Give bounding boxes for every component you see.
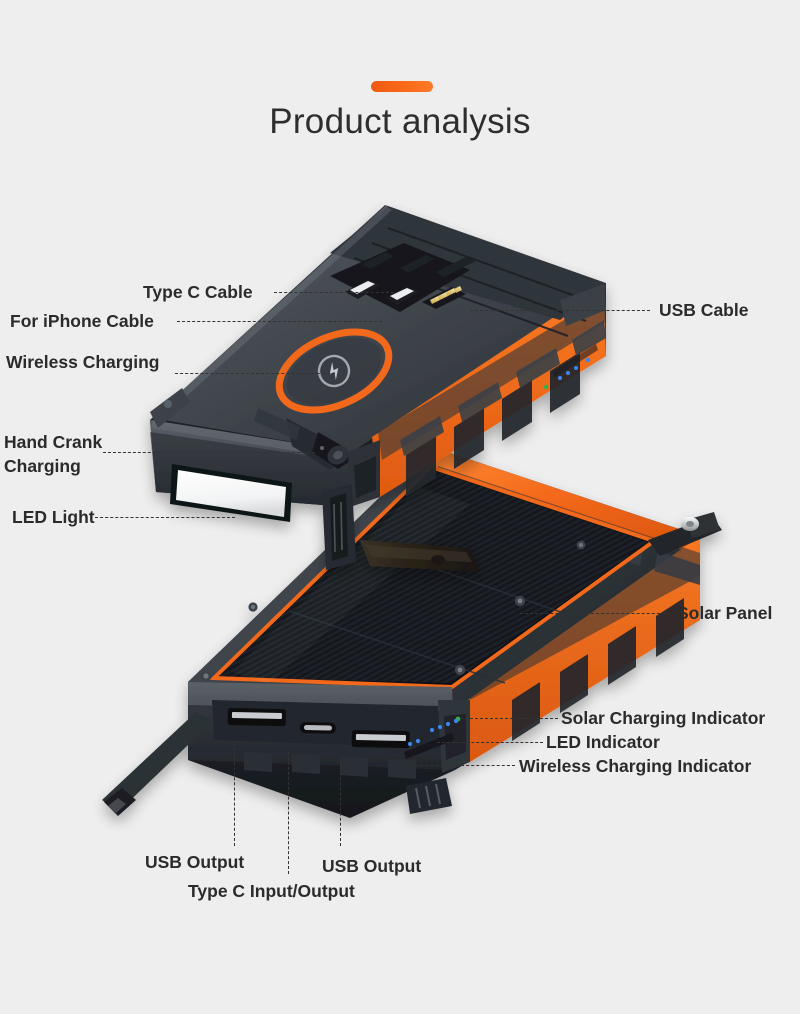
label-hand-crank-charging: Hand Crank Charging (4, 430, 102, 478)
label-solar-panel: Solar Panel (677, 603, 773, 623)
label-usb-output-right: USB Output (322, 856, 422, 876)
leader-wireless-charging (175, 373, 335, 374)
label-led-indicator: LED Indicator (546, 732, 660, 752)
label-wireless-charging: Wireless Charging (6, 352, 160, 372)
label-usb-cable: USB Cable (659, 300, 749, 320)
label-hand-crank-charging-line1: Hand Crank (4, 432, 103, 452)
hand-crank (254, 408, 355, 470)
power-bank-unit (150, 205, 606, 572)
leader-usb-cable (470, 310, 650, 311)
solar-panel-unit (102, 447, 722, 818)
label-wireless-charging-indicator: Wireless Charging Indicator (519, 756, 752, 776)
usb-a-port-left (227, 708, 286, 727)
lanyard-arm (102, 712, 212, 816)
leader-usb-output-left (234, 742, 235, 846)
label-led-light: LED Light (12, 507, 95, 527)
wireless-charging-indicator-leds (407, 738, 421, 747)
leader-type-c-io (288, 752, 289, 874)
label-type-c-io: Type C Input/Output (188, 881, 355, 901)
wireless-charging-icon (317, 354, 351, 388)
crank-stand-socket (406, 778, 452, 814)
support-post (322, 484, 356, 570)
leader-usb-output-right (340, 762, 341, 846)
leader-solar-panel (520, 613, 670, 614)
leader-wireless-charging-indicator (410, 765, 515, 766)
usb-a-port-right (351, 730, 410, 749)
title-accent-bar (371, 81, 433, 92)
led-indicator-leds (429, 718, 459, 733)
led-flood-light (170, 464, 292, 522)
leader-type-c-cable (274, 292, 394, 293)
status-indicators (404, 716, 461, 759)
leader-solar-charging-indicator (460, 718, 558, 719)
leader-led-indicator (437, 742, 543, 743)
label-hand-crank-charging-line2: Charging (4, 456, 81, 476)
leader-hand-crank (103, 452, 315, 453)
label-solar-charging-indicator: Solar Charging Indicator (561, 708, 766, 728)
label-type-c-cable: Type C Cable (143, 282, 253, 302)
label-for-iphone-cable: For iPhone Cable (10, 311, 154, 331)
carry-strap (360, 540, 480, 572)
wireless-charging-pad (275, 328, 393, 414)
upper-status-leds (543, 344, 598, 390)
label-usb-output-left: USB Output (145, 852, 245, 872)
leader-for-iphone-cable (177, 321, 382, 322)
page-title: Product analysis (269, 102, 531, 141)
strap-tab (648, 512, 722, 556)
usb-c-port (299, 722, 336, 734)
leader-led-light (95, 517, 235, 518)
built-in-cables (330, 243, 476, 312)
